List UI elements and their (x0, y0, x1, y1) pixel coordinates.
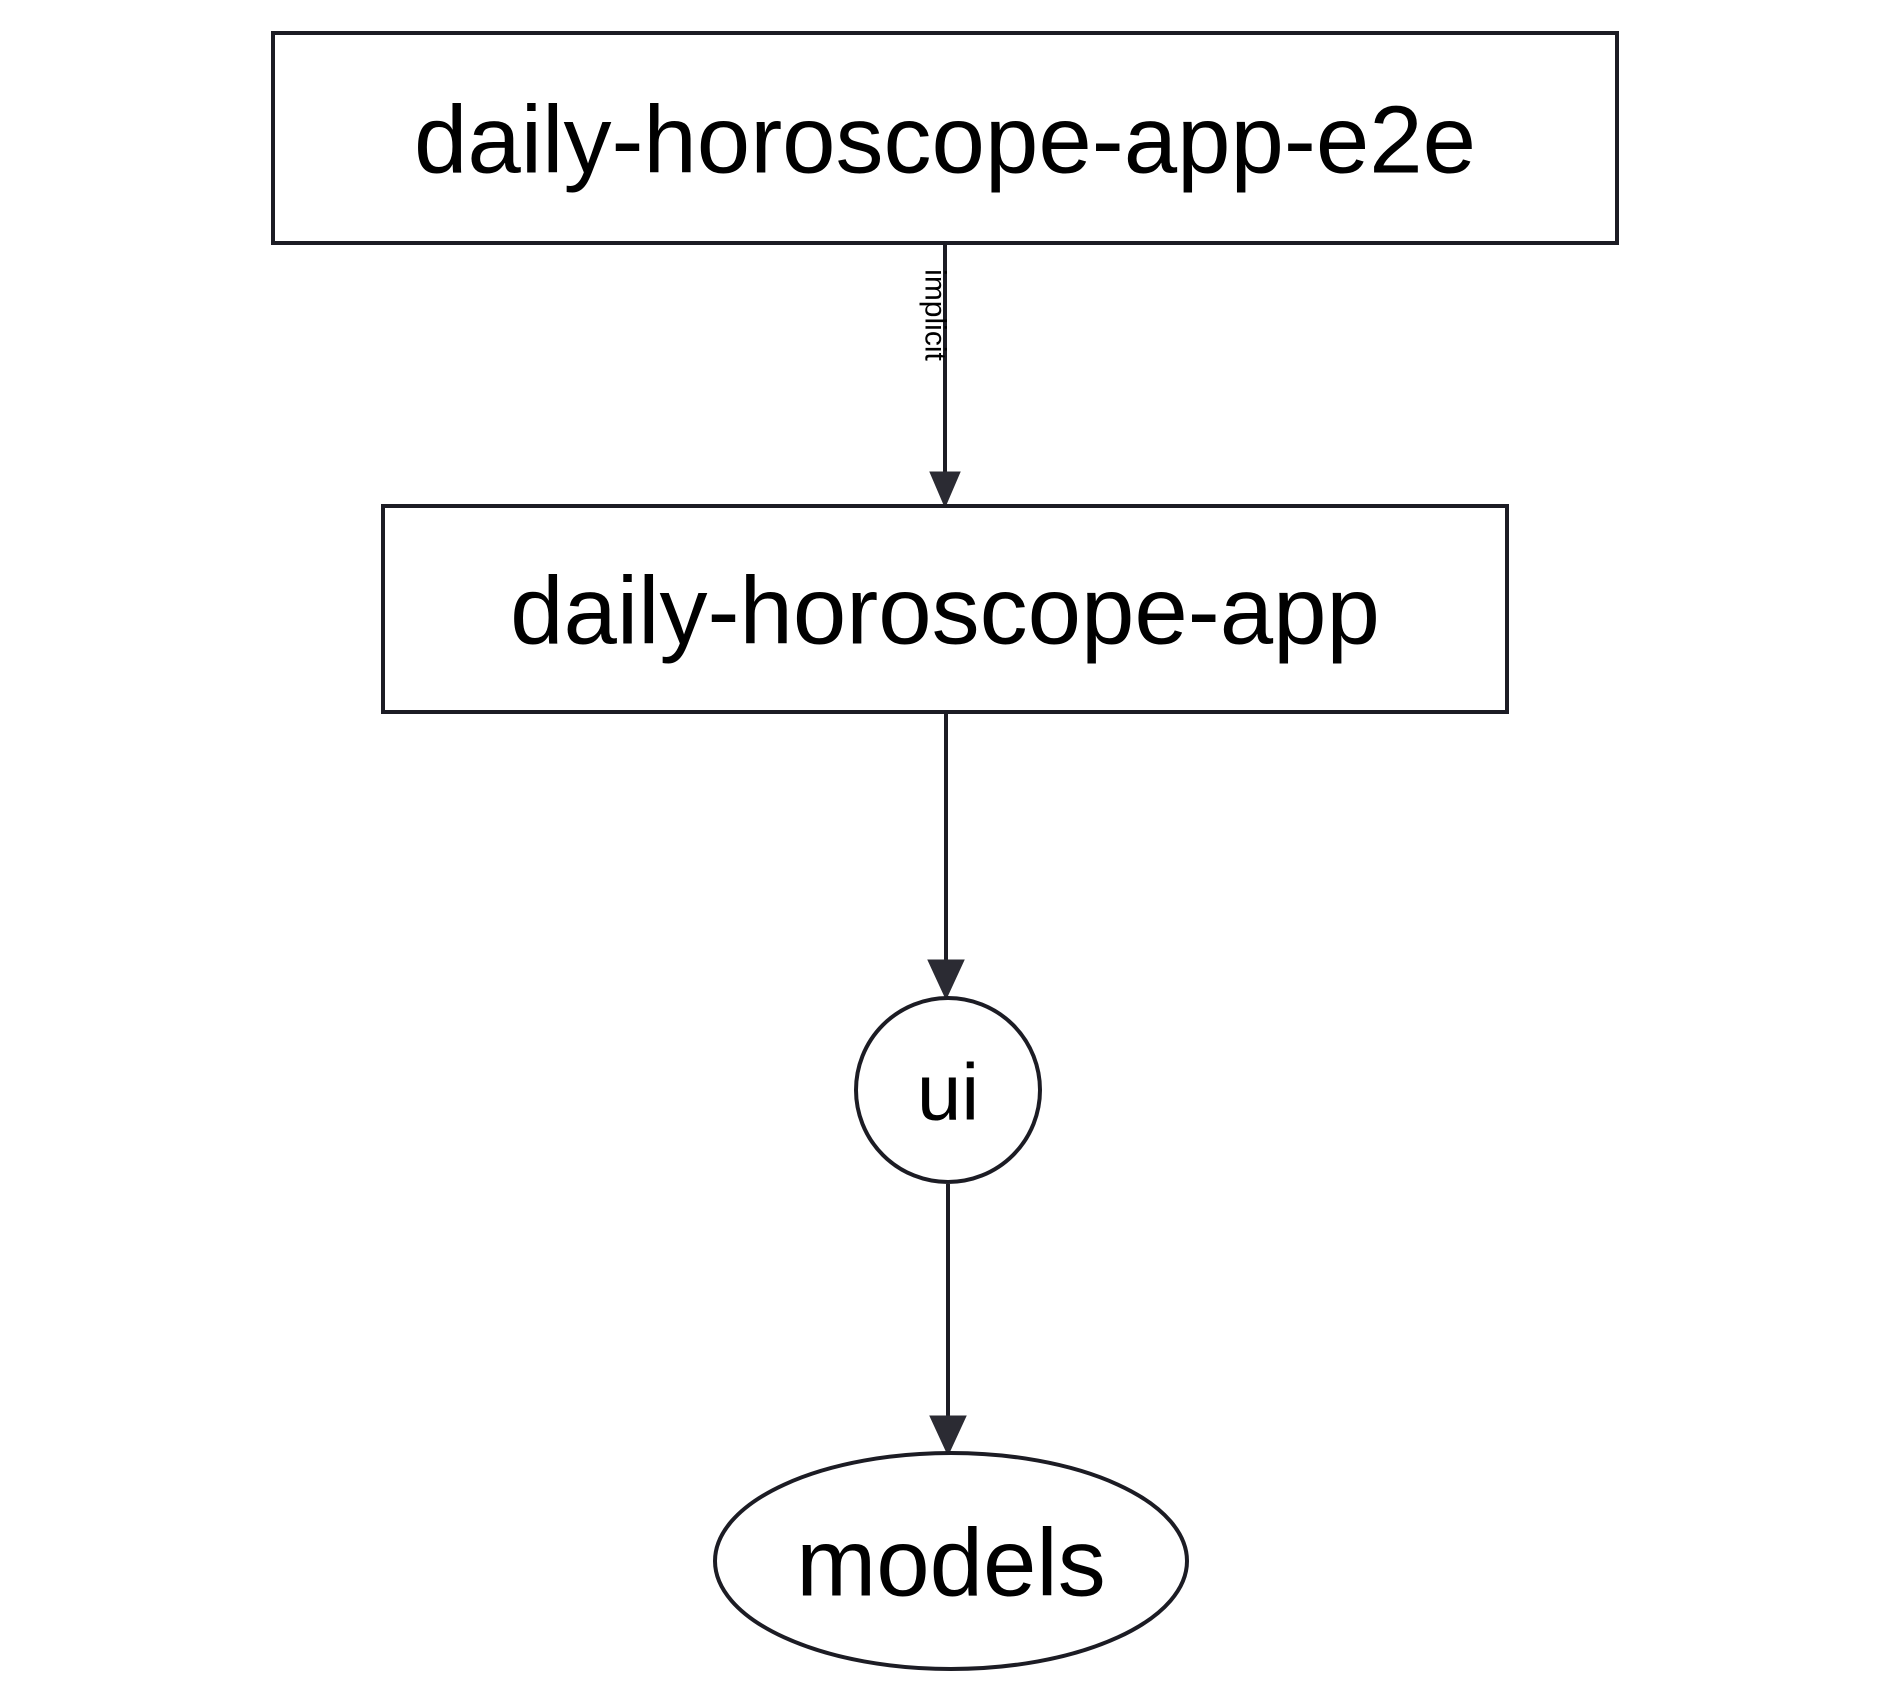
node-label-models: models (796, 1510, 1105, 1617)
node-daily-horoscope-app-e2e[interactable]: daily-horoscope-app-e2e (271, 31, 1619, 245)
node-daily-horoscope-app[interactable]: daily-horoscope-app (381, 504, 1509, 714)
arrowhead-e2e-to-app (929, 471, 961, 509)
node-label-e2e: daily-horoscope-app-e2e (414, 87, 1476, 194)
node-models[interactable]: models (713, 1451, 1189, 1671)
node-ellipse-ui[interactable] (854, 996, 1042, 1184)
node-label-ui: ui (917, 1048, 979, 1137)
edge-app-to-ui (927, 714, 965, 1001)
node-ellipse-models[interactable] (713, 1451, 1189, 1671)
edge-label-implicit: implicit (919, 269, 952, 361)
edge-ui-to-models (929, 1184, 967, 1457)
edge-e2e-to-app: implicit (919, 245, 961, 509)
arrowhead-app-to-ui (927, 959, 965, 1001)
arrowhead-ui-to-models (929, 1415, 967, 1457)
node-rect-e2e[interactable] (271, 31, 1619, 245)
node-label-app: daily-horoscope-app (510, 558, 1380, 665)
node-rect-app[interactable] (381, 504, 1509, 714)
node-ui[interactable]: ui (854, 996, 1042, 1184)
